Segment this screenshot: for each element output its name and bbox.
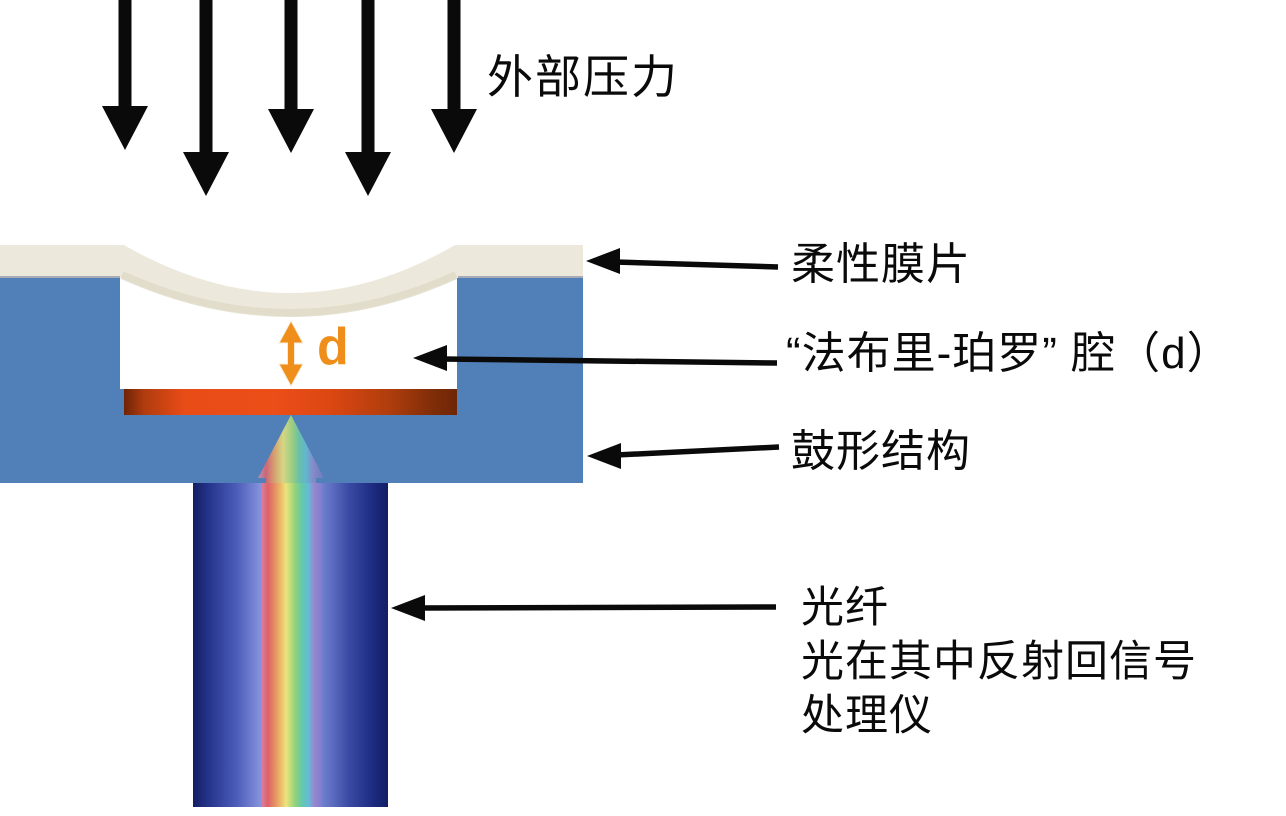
- fiber-rainbow-core: [262, 483, 322, 807]
- optical-fiber-shape: [193, 483, 388, 807]
- external-pressure-label: 外部压力: [487, 51, 679, 103]
- flexible-membrane-shape: [0, 245, 583, 317]
- drum-label: 鼓形结构: [791, 427, 971, 476]
- fiber-label-line1: 光纤: [801, 584, 889, 632]
- membrane-pointer-arrow: [586, 248, 779, 274]
- drum-pointer-arrow: [587, 443, 780, 469]
- fiber-label: 光纤 光在其中反射回信号 处理仪: [801, 581, 1197, 743]
- cavity-label: “法布里-珀罗” 腔（d）: [786, 329, 1232, 378]
- rainbow-light-beam-arrow: [258, 415, 324, 484]
- down-arrow-icon: [102, 0, 148, 150]
- down-arrow-icon: [431, 0, 477, 153]
- membrane-label: 柔性膜片: [791, 240, 971, 289]
- fiber-label-line3: 处理仪: [801, 692, 933, 740]
- down-arrow-icon: [345, 0, 391, 196]
- gap-d-symbol: d: [317, 318, 350, 376]
- cavity-pointer-arrow: [413, 345, 778, 371]
- drum-structure-shape: [0, 278, 583, 483]
- fiber-label-line2: 光在其中反射回信号: [801, 638, 1197, 686]
- external-pressure-arrows: [102, 0, 477, 196]
- label-pointer-arrows: [391, 248, 780, 621]
- down-arrow-icon: [268, 0, 314, 153]
- down-arrow-icon: [183, 0, 229, 196]
- fiber-pointer-arrow: [391, 595, 777, 621]
- reflector-strip: [124, 389, 457, 415]
- gap-double-arrow-icon: [278, 319, 304, 388]
